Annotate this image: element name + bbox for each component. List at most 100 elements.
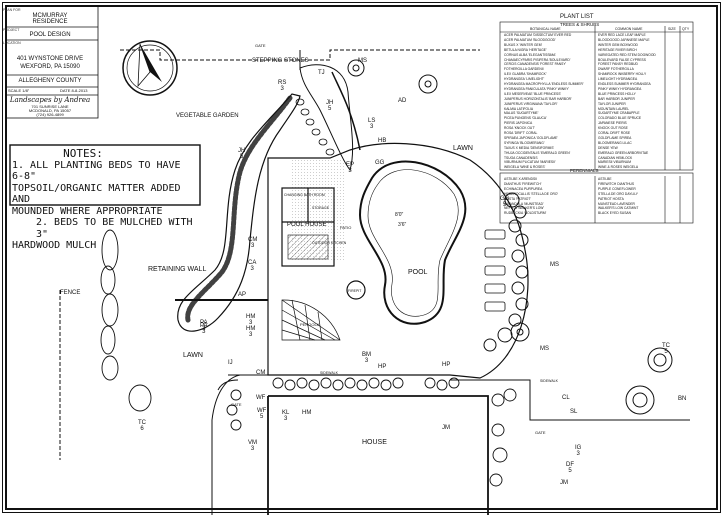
vegetable-garden-bed: [299, 64, 354, 172]
plant-code-bn: BN: [678, 396, 687, 402]
botanical-name: CORNUS ALBA 'ELEGANTISSIMA': [504, 52, 557, 57]
common-name: BOULEVARD FALSE CYPRESS: [598, 57, 646, 62]
botanical-name: PICEA PUNGENS 'GLAUCA': [504, 116, 547, 121]
col-size: SIZE: [668, 27, 676, 31]
common-name: WALKER'S LOW CATMINT: [598, 206, 639, 211]
outdoor-kitchen-label: OUTDOOR KITCHEN: [312, 241, 347, 245]
client-name-1: MCMURRAY: [32, 13, 68, 19]
tree-row: JUNIPERUS HORIZONTALIS 'BAR HARBOR'BAR H…: [501, 97, 691, 102]
plant-code-sl: SL: [570, 409, 578, 415]
common-name: EVER RED LACE LEAF MAPLE: [598, 33, 646, 37]
fence-label: FENCE: [60, 290, 81, 296]
pool-house-label: POOL HOUSE: [287, 222, 327, 228]
tree-row: BUXUS X 'WINTER GEM'WINTER GEM BOXWOOD: [501, 43, 691, 48]
house-outline: [267, 395, 489, 515]
botanical-name: HYDRANGEA MACROPHYLLA 'ENDLESS SUMMER': [504, 82, 584, 86]
common-name: ENDLESS SUMMER HYDRANGEA: [598, 82, 651, 86]
pool-inner-edge: [367, 169, 459, 317]
common-name: STELLA DE ORO DAYLILY: [598, 191, 639, 196]
common-name: PINKY WINKY HYDRANGEA: [598, 86, 642, 91]
sidewalk-label-2: SIDEWALK: [540, 379, 558, 383]
common-name: TAYLOR JUNIPER: [598, 101, 626, 106]
botanical-name: RUDBECKIA 'GOLDSTURM': [504, 211, 547, 216]
fence-trees-left: [100, 229, 152, 412]
botanical-name: ILEX MESERVEAE 'BLUE PRINCESS': [504, 91, 562, 96]
plant-quantity: 3: [202, 329, 206, 335]
plant-list-title: PLANT LIST: [560, 14, 594, 20]
perennial-row: LAVANDULA 'MUNSTEAD'MUNSTEAD LAVENDER: [501, 202, 691, 207]
perennial-row: DIANTHUS 'FIREWITCH'FIREWITCH DIANTHUS: [501, 182, 691, 187]
botanical-name: TSUGA CANADENSIS: [504, 155, 538, 160]
botanical-name: NEPETA 'WALKER'S LOW': [504, 206, 544, 211]
botanical-name: TAXUS X MEDIA 'DENSIFORMIS': [504, 145, 555, 150]
botanical-name: LAVANDULA 'MUNSTEAD': [504, 201, 544, 206]
tree-row: HYDRANGEA 'LIMELIGHT'LIMELIGHT HYDRANGEA: [501, 77, 691, 82]
common-name: SUGARTYME CRABAPPLE: [598, 111, 640, 116]
common-name: EMERALD GREEN ARBORVITAE: [598, 150, 649, 155]
plant-code-gg: GG: [375, 160, 385, 166]
botanical-name: ACER PALMATUM 'DISSECTUM' EVER RED: [504, 33, 572, 37]
common-name: JAPANESE PIERIS: [598, 121, 627, 126]
plant-quantity: 5: [664, 349, 668, 355]
address-line-1: 401 WYNSTONE DRIVE: [16, 56, 84, 62]
pool-depth-shallow: 3'6": [398, 222, 407, 228]
col-botanical: BOTANICAL NAME: [530, 27, 561, 31]
plant-code-cl: CL: [562, 395, 570, 401]
tree-row: ACER PALMATUM 'BLOODGOOD'BLOODGOOD JAPAN…: [501, 38, 691, 43]
common-name: PURPLE CONEFLOWER: [598, 186, 636, 191]
botanical-name: MALUS 'SUGARTYME': [504, 111, 539, 116]
plant-quantity: 3: [370, 124, 374, 130]
designer-address-1: 701 SUNRISE LANE: [31, 104, 69, 109]
plant-quantity: 3: [348, 168, 352, 174]
common-name: VARIEGATED RED STEM DOGWOOD: [598, 52, 656, 57]
common-name: MOUNTAIN LAUREL: [598, 106, 630, 111]
foundation-shrubs: [226, 377, 517, 487]
tree-row: ACER PALMATUM 'DISSECTUM' EVER RED EVER R…: [501, 33, 691, 38]
pool-house: [281, 187, 335, 267]
project-name: POOL DESIGN: [29, 32, 71, 38]
plant-quantity: 3: [202, 326, 206, 332]
gate-left-label: GATE: [231, 402, 242, 407]
house-label: HOUSE: [362, 439, 387, 446]
plant-code-hp: HP: [442, 362, 451, 368]
tree-row: ILEX GLABRA 'SHAMROCK'SHAMROCK INKBERRY …: [501, 72, 691, 77]
tree-row: TAXUS X MEDIA 'DENSIFORMIS'DENSE YEW: [501, 146, 691, 151]
notes-block: NOTES: 1. ALL PLANTING BEDS TO HAVE 6-8"…: [12, 148, 194, 252]
tree-row: CHAMAECYPARIS PISIFERA 'BOULEVARD'BOULEV…: [501, 58, 691, 63]
trees-top: [347, 59, 530, 342]
tree-row: VIBURNUM PLICATUM 'MARIESII'MARIESII VIB…: [501, 160, 691, 165]
botanical-name: ASTILBE X ARENDSII: [504, 177, 537, 181]
plant-quantity: 3: [249, 320, 253, 326]
plant-quantity: 6: [140, 426, 144, 432]
tree-row: ROSA 'KNOCK OUT'KNOCK OUT ROSE: [501, 126, 691, 131]
gate-top-label: GATE: [255, 43, 266, 48]
sidewalk-right: [450, 379, 690, 421]
tree-row: MALUS 'SUGARTYME' SUGARTYME CRABAPPLE: [501, 111, 691, 116]
plant-code-cm: CM: [256, 370, 266, 376]
botanical-name: BUXUS X 'WINTER GEM': [504, 42, 543, 47]
perennial-row: RUDBECKIA 'GOLDSTURM'BLACK EYED SUSAN: [501, 211, 691, 216]
firepit-label: FIREPIT: [348, 289, 362, 293]
botanical-name: HYDRANGEA 'LIMELIGHT': [504, 77, 545, 82]
client-name-2: RESIDENCE: [32, 19, 68, 25]
plant-code-wf: WF: [256, 395, 266, 401]
title-block-frame: [5, 5, 99, 119]
plant-quantity: 5: [568, 468, 572, 474]
botanical-name: BETULA NIGRA 'HERITAGE': [504, 47, 547, 52]
pergola-structure: [281, 299, 341, 341]
plant-code-tj: TJ: [318, 70, 325, 76]
pergola-label: PERGOLA: [300, 322, 320, 327]
botanical-name: DIANTHUS 'FIREWITCH': [504, 181, 542, 186]
